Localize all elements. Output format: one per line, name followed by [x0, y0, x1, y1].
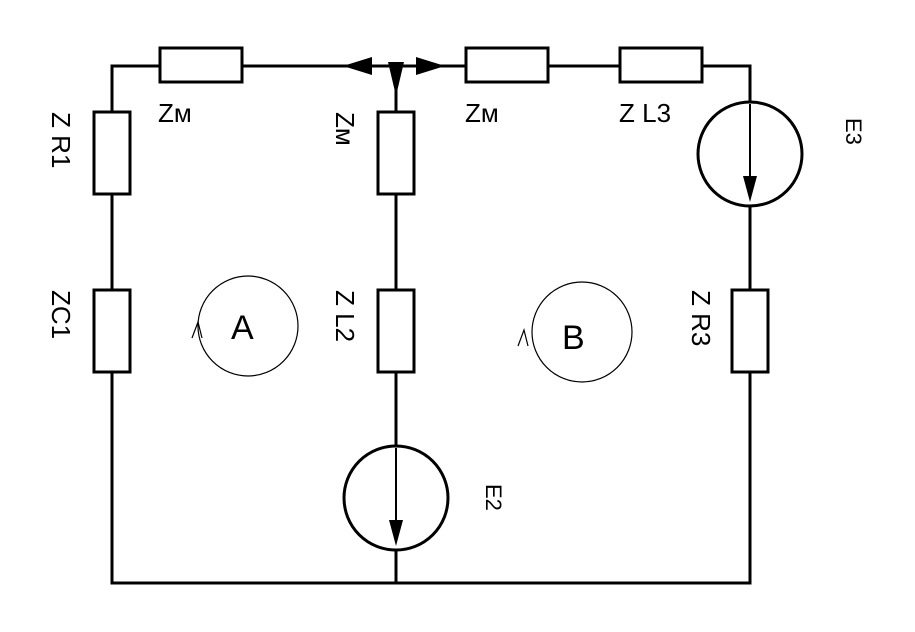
impedance-zr1 [92, 110, 132, 196]
label-zl2: Z L2 [330, 290, 360, 342]
loop-b-circle [531, 281, 633, 383]
impedance-zr3 [730, 288, 770, 374]
label-zc1: ZC1 [46, 290, 76, 339]
top-junction [343, 57, 445, 96]
impedance-zm-top-right [464, 46, 550, 84]
junction-arrow-down [388, 62, 404, 96]
loop-a-arrow-icon [191, 319, 203, 339]
junction-arrow-left [343, 57, 372, 75]
junction-node [392, 62, 400, 70]
label-loop-b: B [562, 319, 585, 357]
label-e2: E2 [481, 484, 506, 511]
impedance-zc1 [92, 288, 132, 374]
label-zm-top-right: Zм [465, 98, 499, 128]
source-e2-arrow-head [389, 520, 403, 546]
label-zr3: Z R3 [686, 290, 716, 346]
loop-markers [191, 275, 633, 383]
label-loop-a: A [231, 309, 254, 347]
loop-a-circle [197, 275, 299, 377]
impedance-zm-top-left [158, 46, 244, 84]
source-e3-arrow-head [743, 176, 757, 202]
label-zr1: Z R1 [46, 112, 76, 168]
impedance-zl2 [376, 288, 416, 374]
impedance-zl3 [618, 46, 704, 84]
sources [342, 100, 804, 552]
labels: Zм Zм Z L3 Z R1 ZC1 Zм Z L2 Z R3 E3 E2 A… [46, 98, 866, 511]
label-e3: E3 [841, 118, 866, 145]
label-zm-middle: Zм [330, 112, 360, 146]
label-zl3: Z L3 [619, 98, 671, 128]
junction-arrow-right [416, 57, 445, 75]
impedance-zm-middle [376, 110, 416, 196]
impedances [92, 46, 770, 374]
label-zm-top-left: Zм [158, 98, 192, 128]
loop-b-arrow-icon [517, 327, 529, 347]
